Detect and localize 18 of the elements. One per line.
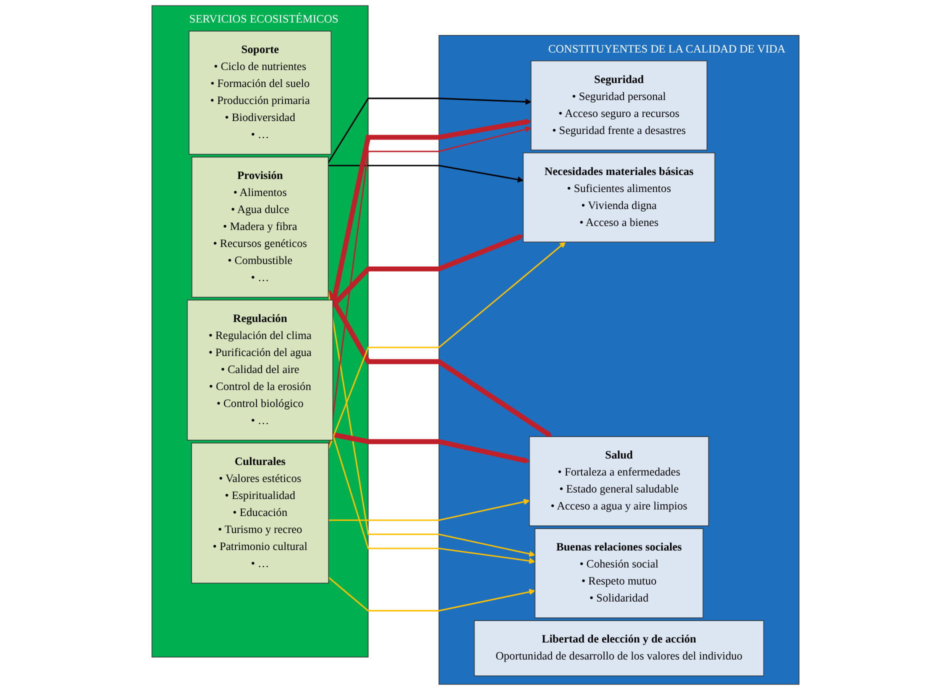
arrow [330, 118, 532, 306]
arrow [328, 98, 532, 164]
node-box: Culturales • Valores estéticos • Espiritualidad • Educación • Turismo y recreo • Patrimonio cultural • … [191, 442, 329, 584]
arrow [331, 234, 524, 308]
arrow [328, 576, 536, 612]
node-box: Seguridad • Seguridad personal • Acceso seguro a recursos • Seguridad frente a desastres [530, 60, 708, 150]
node-box: Necesidades materiales básicas • Suficientes alimentos • Vivienda digna • Acceso a bienes [522, 152, 716, 242]
node-box: Libertad de elección y de acción Oportunidad de desarrollo de los valores del individuo [474, 620, 764, 676]
arrow [328, 498, 530, 521]
node-box: Regulación • Regulación del clima • Purificación del agua • Calidad del aire • Control de la erosión • Control biológico • … [186, 300, 334, 441]
node-box: Buenas relaciones sociales • Cohesión social • Respeto mutuo • Solidaridad [534, 528, 704, 618]
arrow [332, 432, 530, 464]
arrow [328, 164, 524, 183]
node-box: Salud • Fortaleza a enfermedades • Estado general saludable • Acceso a agua y aire limpios [529, 436, 709, 526]
node-box: Soporte • Ciclo de nutrientes • Formación del suelo • Producción primaria • Biodiversidad • … [188, 30, 332, 155]
arrow [332, 434, 536, 564]
node-box: Provisión • Alimentos • Agua dulce • Madera y fibra • Recursos genéticos • Combustible • … [192, 156, 329, 298]
arrow [328, 242, 566, 449]
